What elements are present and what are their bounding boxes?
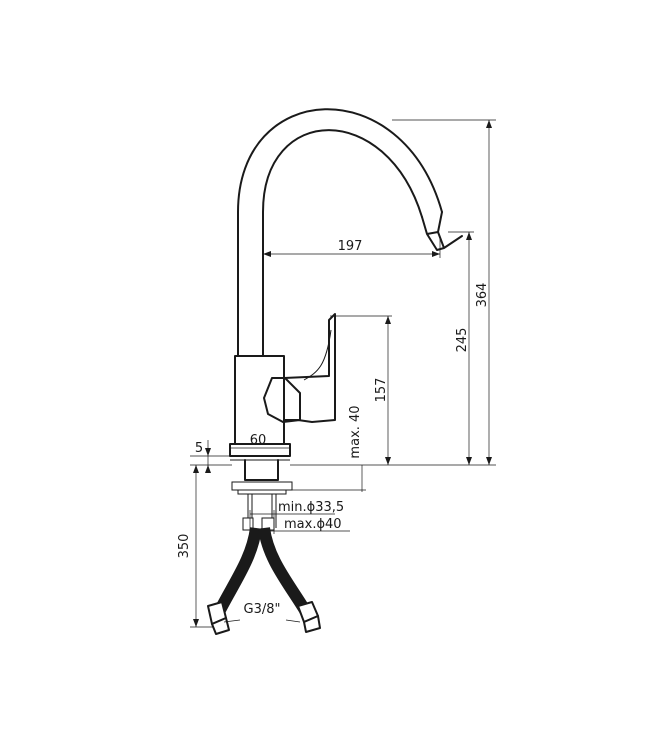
body-cylinder: [234, 355, 285, 445]
dimension-lines: [190, 119, 496, 628]
dim-max-hole: max.ϕ40: [284, 517, 342, 532]
lever-joint: [263, 377, 301, 423]
base-flange: [229, 443, 291, 457]
dim-min-hole: min.ϕ33,5: [278, 500, 344, 515]
dim-lever-height: 157: [374, 378, 389, 403]
lever-handle: [283, 313, 336, 423]
dim-spout-height: 245: [455, 328, 470, 353]
dim-total-height: 364: [475, 283, 490, 308]
dim-max-deck: max. 40: [348, 405, 363, 458]
lever-curve: [303, 329, 332, 381]
faucet-outline: [229, 108, 463, 531]
spout-outer: [237, 108, 443, 357]
spout-inner: [262, 129, 423, 357]
dim-spout-reach: 197: [338, 239, 363, 254]
dim-hose-length: 350: [177, 534, 192, 559]
mounting-shank: [244, 459, 279, 481]
dim-base-diameter: 60: [250, 433, 267, 448]
hose-fitting-right: [297, 601, 321, 633]
flexible-hoses: [207, 527, 321, 635]
dim-hose-thread: G3/8": [244, 602, 281, 617]
dim-base-thickness: 5: [195, 441, 203, 456]
spout-tip: [421, 211, 463, 251]
